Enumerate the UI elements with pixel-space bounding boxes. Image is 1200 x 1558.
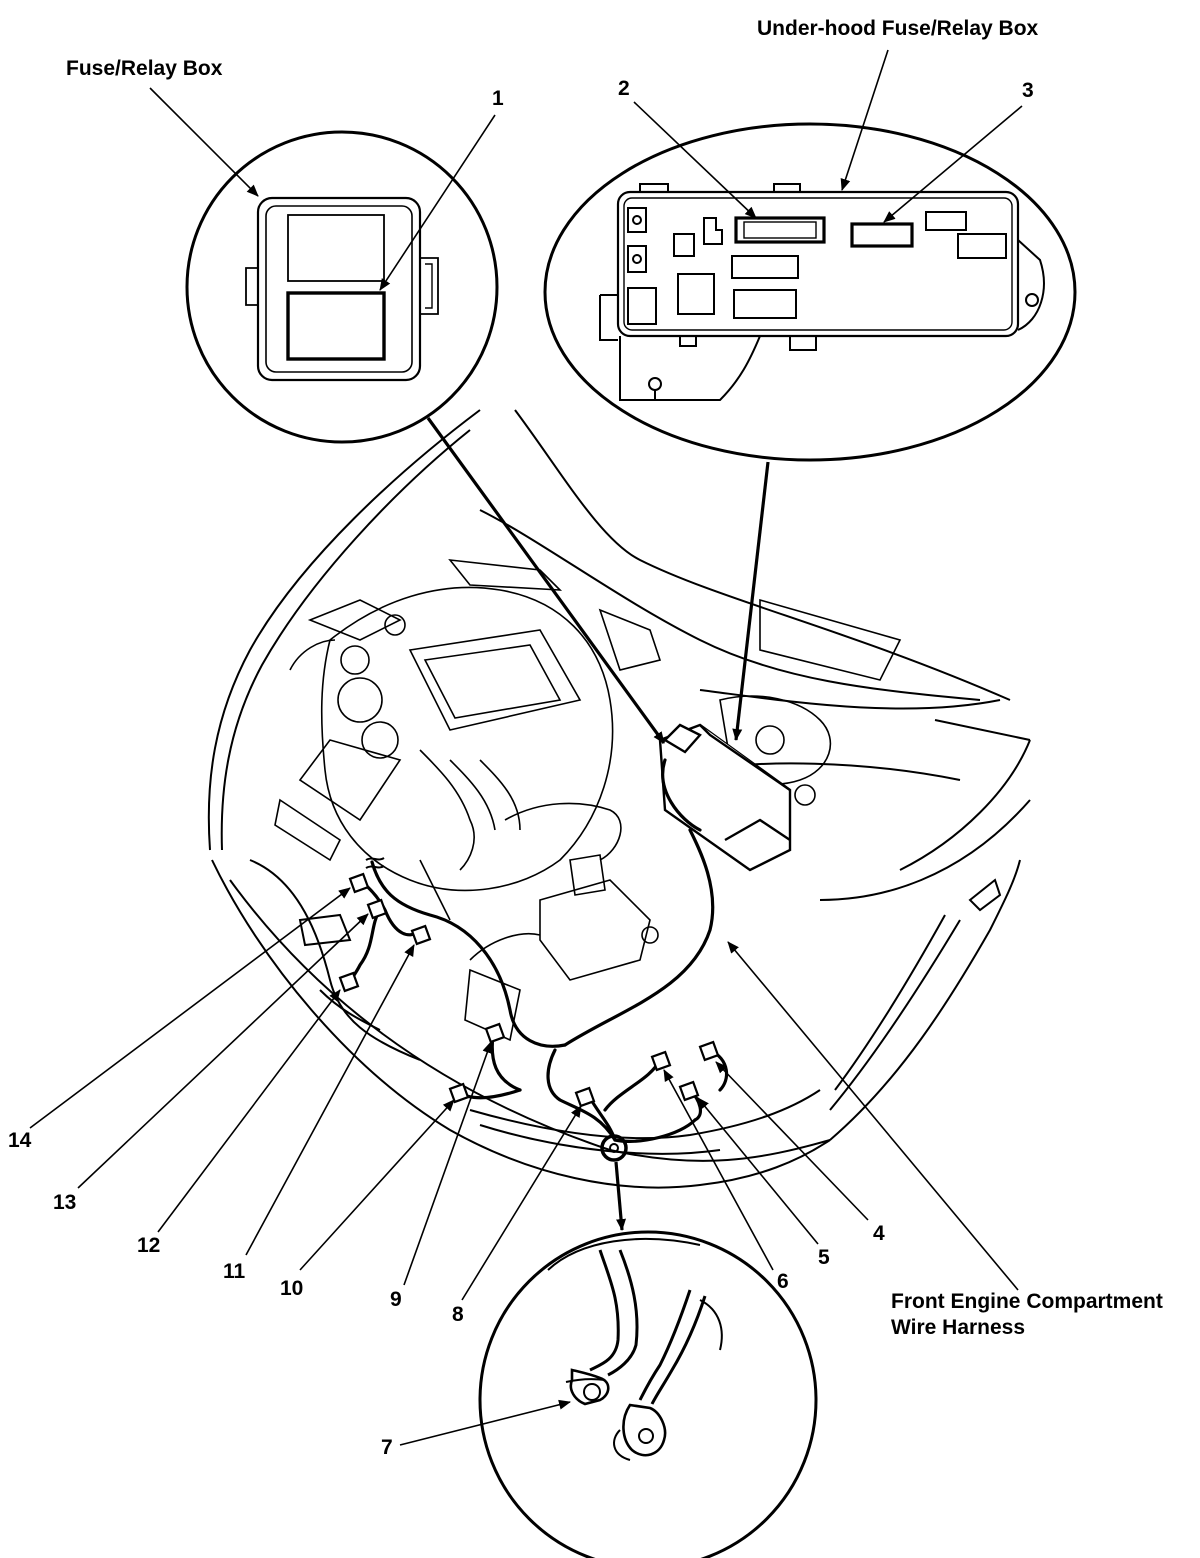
callout-5: 5 <box>818 1246 830 1269</box>
harness-break-mark <box>365 857 385 869</box>
callout-6: 6 <box>777 1270 789 1293</box>
callout-14: 14 <box>8 1129 32 1152</box>
ground-bolt-on-car <box>600 1134 628 1162</box>
ground-detail <box>478 1230 818 1558</box>
leader-lines <box>29 49 1023 1446</box>
callout-2: 2 <box>618 77 630 100</box>
detail-pointers <box>426 417 770 1231</box>
callout-11: 11 <box>223 1260 246 1283</box>
label-under-hood-box: Under-hood Fuse/Relay Box <box>757 17 1039 40</box>
under-hood-box-detail <box>543 122 1077 462</box>
callout-10: 10 <box>280 1277 304 1300</box>
callout-3: 3 <box>1022 79 1034 102</box>
car-body <box>207 409 1031 1189</box>
callout-12: 12 <box>137 1234 161 1257</box>
wire-harness <box>346 758 729 1143</box>
callout-1: 1 <box>492 87 504 110</box>
label-harness-line2: Wire Harness <box>891 1316 1026 1339</box>
callout-9: 9 <box>390 1288 402 1311</box>
fuse-relay-box-detail <box>185 130 499 444</box>
callout-7: 7 <box>381 1436 393 1459</box>
callout-4: 4 <box>873 1222 885 1245</box>
label-fuse-relay-box: Fuse/Relay Box <box>66 57 223 80</box>
label-harness-line1: Front Engine Compartment <box>891 1290 1163 1313</box>
callout-13: 13 <box>53 1191 77 1214</box>
connectors <box>338 872 720 1108</box>
engine-block <box>274 558 902 1042</box>
under-hood-box-on-car <box>658 723 792 872</box>
callout-8: 8 <box>452 1303 464 1326</box>
